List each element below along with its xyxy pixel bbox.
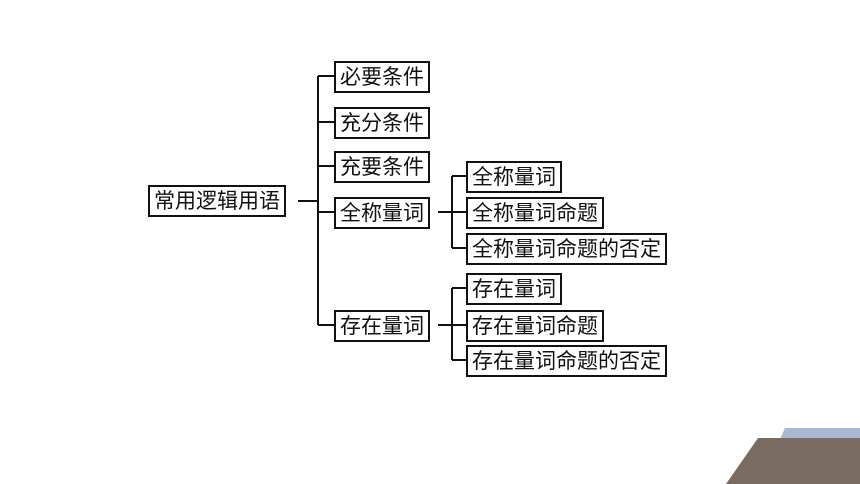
corner-dark-shape — [726, 438, 860, 484]
node-sufficient-condition: 充分条件 — [334, 107, 430, 139]
node-exist-proposition-negation: 存在量词命题的否定 — [466, 345, 667, 377]
node-necessary-condition: 必要条件 — [334, 61, 430, 93]
node-exist-proposition: 存在量词命题 — [466, 310, 604, 342]
node-all-proposition-negation: 全称量词命题的否定 — [466, 233, 667, 265]
node-necessary-sufficient-condition: 充要条件 — [334, 151, 430, 183]
node-all-quantifier: 全称量词 — [466, 161, 562, 193]
root-node: 常用逻辑用语 — [148, 185, 286, 217]
node-all-proposition: 全称量词命题 — [466, 197, 604, 229]
node-exist-quantifier: 存在量词 — [466, 273, 562, 305]
node-existential-quantifier: 存在量词 — [334, 310, 430, 342]
node-universal-quantifier: 全称量词 — [334, 197, 430, 229]
